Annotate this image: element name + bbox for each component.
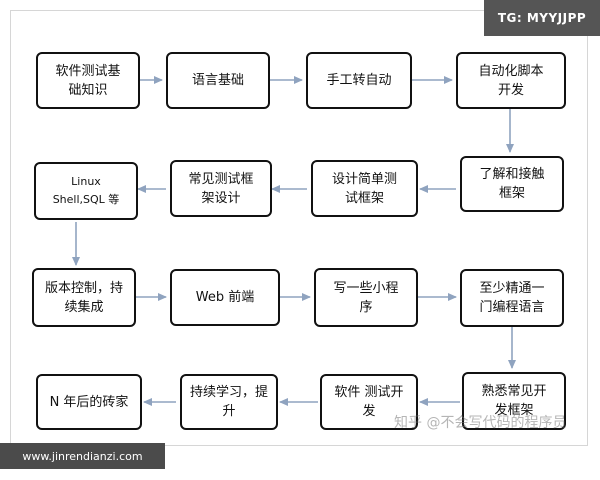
node-web-frontend: Web 前端 bbox=[170, 269, 280, 326]
node-design-simple-framework: 设计简单测 试框架 bbox=[311, 160, 418, 217]
site-url-badge: www.jinrendianzi.com bbox=[0, 443, 165, 469]
node-master-one-language: 至少精通一 门编程语言 bbox=[460, 269, 564, 327]
node-write-small-programs: 写一些小程 序 bbox=[314, 268, 418, 327]
node-common-dev-frameworks: 熟悉常见开 发框架 bbox=[462, 372, 566, 430]
node-common-framework-design: 常见测试框 架设计 bbox=[170, 160, 272, 217]
node-language-basics: 语言基础 bbox=[166, 52, 270, 109]
node-manual-to-automation: 手工转自动 bbox=[306, 52, 412, 109]
node-continuous-learning: 持续学习，提 升 bbox=[180, 374, 278, 430]
node-linux-shell-sql: Linux Shell,SQL 等 bbox=[34, 162, 138, 220]
node-expert-after-n-years: N 年后的砖家 bbox=[36, 374, 142, 430]
node-software-testing-basics: 软件测试基 础知识 bbox=[36, 52, 140, 109]
node-automation-script-dev: 自动化脚本 开发 bbox=[456, 52, 566, 109]
node-learn-frameworks: 了解和接触 框架 bbox=[460, 156, 564, 212]
node-software-test-development: 软件 测试开 发 bbox=[320, 374, 418, 430]
node-version-control-ci: 版本控制，持 续集成 bbox=[32, 268, 136, 327]
zhihu-watermark: 知乎 @不会写代码的程序员 bbox=[394, 415, 567, 431]
telegram-badge: TG: MYYJJPP bbox=[484, 0, 600, 36]
